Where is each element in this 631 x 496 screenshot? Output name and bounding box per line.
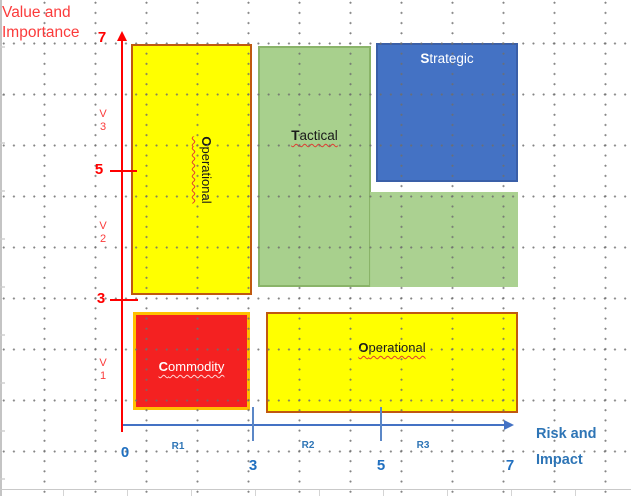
v2-line2: 2 bbox=[99, 233, 107, 245]
zone-commodity[interactable]: Commodity bbox=[133, 312, 250, 410]
zone-operational-bottom[interactable]: Operational bbox=[266, 312, 518, 413]
y-band-label-v2: V 2 bbox=[93, 220, 113, 246]
y-axis-line bbox=[121, 39, 123, 432]
x-band-label-r1: R1 bbox=[171, 441, 185, 452]
x-band-label-r3: R3 bbox=[416, 440, 430, 451]
zone-strategic[interactable]: Strategic bbox=[376, 43, 518, 182]
x-axis-arrowhead-icon bbox=[504, 420, 514, 430]
bottom-edge-ticks bbox=[0, 490, 631, 496]
x-tick-label-5: 5 bbox=[376, 457, 386, 474]
v3-line1: V bbox=[99, 108, 107, 120]
x-tick-label-3: 3 bbox=[248, 457, 258, 474]
v3-line2: 3 bbox=[99, 121, 107, 133]
y-axis-arrowhead-icon bbox=[117, 31, 127, 41]
zone-strategic-label: Strategic bbox=[420, 51, 474, 66]
zone-operational-left-label: Operational bbox=[199, 135, 214, 204]
y-tick-mark-5 bbox=[110, 170, 137, 172]
v1-line1: V bbox=[99, 357, 107, 369]
y-band-label-v3: V 3 bbox=[93, 108, 113, 134]
x-tick-label-7: 7 bbox=[505, 457, 515, 474]
zone-tactical[interactable]: Tactical bbox=[258, 46, 371, 287]
zone-commodity-label: Commodity bbox=[158, 359, 225, 374]
x-axis-line bbox=[123, 424, 507, 426]
y-tick-label-7: 7 bbox=[97, 29, 107, 46]
zone-operational-left[interactable]: Operational bbox=[131, 44, 252, 295]
zone-operational-bottom-label: Operational bbox=[358, 340, 426, 355]
x-tick-mark-5 bbox=[380, 407, 382, 441]
x-axis-title-line1: Risk and bbox=[536, 426, 597, 442]
y-tick-label-3: 3 bbox=[96, 290, 106, 307]
zone-tactical-extension[interactable] bbox=[370, 192, 518, 287]
left-edge-ticks bbox=[0, 0, 5, 496]
y-band-label-v1: V 1 bbox=[93, 357, 113, 383]
zone-tactical-label: Tactical bbox=[291, 128, 338, 143]
x-axis-title-line2: Impact bbox=[536, 452, 583, 468]
y-tick-mark-3 bbox=[110, 299, 138, 301]
y-tick-label-5: 5 bbox=[94, 161, 104, 178]
x-tick-label-0: 0 bbox=[120, 444, 130, 461]
x-axis-title: Risk and Impact bbox=[536, 421, 596, 473]
y-axis-title-line2: Importance bbox=[2, 24, 80, 41]
v2-line1: V bbox=[99, 220, 107, 232]
x-tick-mark-3 bbox=[252, 407, 254, 441]
y-axis-title: Value and Importance bbox=[2, 3, 80, 43]
y-axis-title-line1: Value and bbox=[2, 4, 71, 21]
v1-line2: 1 bbox=[99, 370, 107, 382]
x-band-label-r2: R2 bbox=[301, 440, 315, 451]
